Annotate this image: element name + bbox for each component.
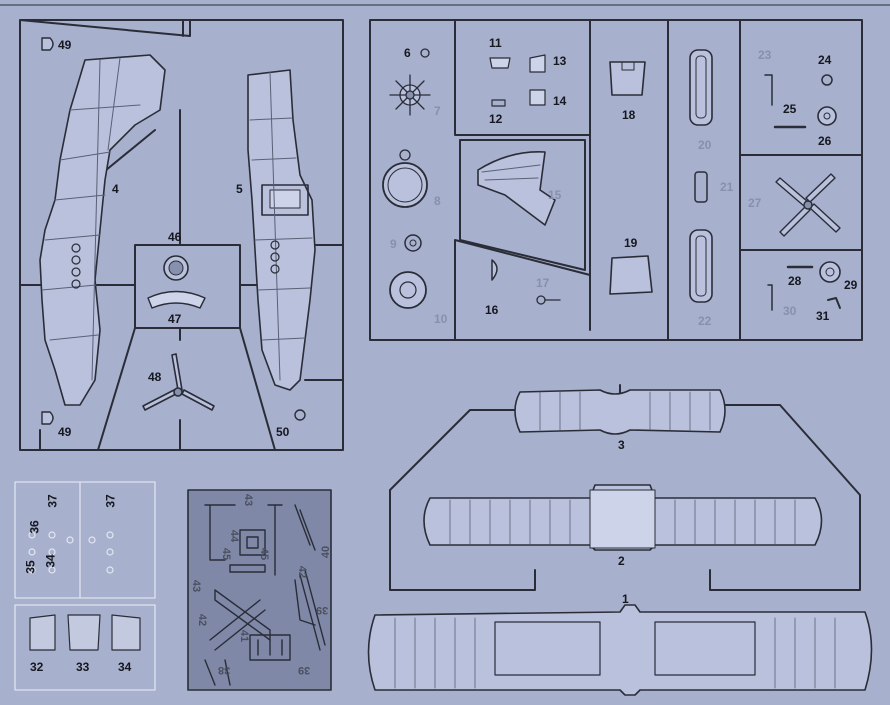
label-part-12: 12 bbox=[489, 112, 503, 126]
label-part-41: 41 bbox=[238, 629, 251, 643]
label-part-28: 28 bbox=[788, 274, 802, 288]
wing-3 bbox=[514, 389, 726, 435]
wing-1 bbox=[367, 604, 873, 696]
label-part-14: 14 bbox=[553, 94, 567, 108]
label-part-4: 4 bbox=[112, 182, 119, 196]
label-part-45b: 45 bbox=[258, 547, 271, 561]
part-47-shape bbox=[147, 290, 206, 309]
label-part-7: 7 bbox=[434, 104, 441, 118]
label-part-35: 35 bbox=[23, 560, 38, 574]
label-part-6: 6 bbox=[404, 46, 411, 60]
label-part-2: 2 bbox=[618, 554, 625, 568]
label-part-49b: 49 bbox=[58, 425, 72, 439]
sprue-clear bbox=[14, 481, 156, 691]
label-part-11: 11 bbox=[489, 36, 502, 50]
label-part-48: 48 bbox=[148, 370, 162, 384]
label-part-42b: 42 bbox=[196, 613, 209, 627]
label-part-42a: 42 bbox=[296, 565, 309, 579]
label-part-10: 10 bbox=[434, 312, 448, 326]
label-part-1: 1 bbox=[622, 592, 629, 606]
label-part-24: 24 bbox=[818, 53, 832, 67]
part-18 bbox=[609, 61, 646, 96]
part-20 bbox=[689, 49, 713, 126]
part-23 bbox=[764, 74, 773, 106]
label-part-17: 17 bbox=[536, 276, 550, 290]
label-part-13: 13 bbox=[553, 54, 567, 68]
label-part-44: 44 bbox=[228, 529, 241, 543]
label-part-34-side: 34 bbox=[43, 554, 58, 568]
engine-7 bbox=[389, 74, 431, 116]
label-part-26: 26 bbox=[818, 134, 832, 148]
label-part-46: 46 bbox=[168, 230, 182, 244]
label-part-16: 16 bbox=[485, 303, 499, 317]
wheel-10 bbox=[389, 271, 427, 309]
part-13 bbox=[529, 54, 546, 73]
part-12 bbox=[491, 99, 506, 107]
label-part-33: 33 bbox=[76, 660, 90, 674]
fuselage-half-4 bbox=[39, 54, 166, 406]
label-part-19: 19 bbox=[624, 236, 638, 250]
label-part-30: 30 bbox=[783, 304, 797, 318]
label-part-36: 36 bbox=[27, 520, 42, 534]
label-part-25: 25 bbox=[783, 102, 797, 116]
fuselage-half-5 bbox=[247, 69, 316, 391]
label-part-5: 5 bbox=[236, 182, 243, 196]
clear-lenses bbox=[28, 531, 114, 574]
label-part-27: 27 bbox=[748, 196, 762, 210]
label-part-49a: 49 bbox=[58, 38, 72, 52]
propeller-27 bbox=[775, 173, 841, 237]
part-14 bbox=[529, 89, 546, 106]
part-24 bbox=[821, 74, 833, 86]
tail-15 bbox=[477, 151, 556, 226]
label-part-39b: 39 bbox=[298, 664, 311, 676]
photo-etch-fret bbox=[187, 489, 332, 691]
part-11 bbox=[489, 57, 511, 69]
label-part-47: 47 bbox=[168, 312, 182, 326]
label-part-29: 29 bbox=[844, 278, 858, 292]
label-part-43a: 43 bbox=[242, 493, 255, 507]
part-49-top bbox=[41, 37, 54, 51]
part-19 bbox=[609, 255, 653, 295]
label-part-9: 9 bbox=[390, 237, 397, 251]
part-16 bbox=[491, 259, 498, 281]
part-50 bbox=[294, 409, 306, 421]
part-31 bbox=[827, 297, 841, 309]
part-26 bbox=[817, 106, 837, 126]
label-part-20: 20 bbox=[698, 138, 712, 152]
label-part-37a: 37 bbox=[45, 494, 60, 508]
label-part-38: 38 bbox=[218, 664, 231, 676]
label-part-45a: 45 bbox=[220, 547, 233, 561]
wheel-8 bbox=[382, 162, 428, 208]
part-6 bbox=[420, 48, 430, 58]
label-part-22: 22 bbox=[698, 314, 712, 328]
label-part-21: 21 bbox=[720, 180, 734, 194]
label-part-23: 23 bbox=[758, 48, 772, 62]
label-part-3: 3 bbox=[618, 438, 625, 452]
part-29 bbox=[819, 261, 841, 283]
label-part-18: 18 bbox=[622, 108, 636, 122]
label-part-39a: 39 bbox=[316, 604, 329, 616]
label-part-32: 32 bbox=[30, 660, 44, 674]
sprue-b bbox=[369, 19, 863, 341]
label-part-8: 8 bbox=[434, 194, 441, 208]
label-part-40: 40 bbox=[320, 545, 333, 559]
label-part-43b: 43 bbox=[190, 579, 203, 593]
label-part-34: 34 bbox=[118, 660, 132, 674]
part-17 bbox=[536, 295, 546, 305]
sprue-a bbox=[19, 19, 344, 451]
part-21 bbox=[694, 171, 708, 203]
wing-2 bbox=[423, 484, 823, 551]
label-part-50: 50 bbox=[276, 425, 290, 439]
part-22 bbox=[689, 229, 713, 303]
part-49-bottom bbox=[41, 411, 54, 425]
label-part-37b: 37 bbox=[103, 494, 118, 508]
propeller-48 bbox=[142, 353, 215, 411]
label-part-31: 31 bbox=[816, 309, 830, 323]
part-9 bbox=[404, 234, 422, 252]
part-30 bbox=[767, 284, 773, 311]
label-part-15: 15 bbox=[548, 188, 562, 202]
